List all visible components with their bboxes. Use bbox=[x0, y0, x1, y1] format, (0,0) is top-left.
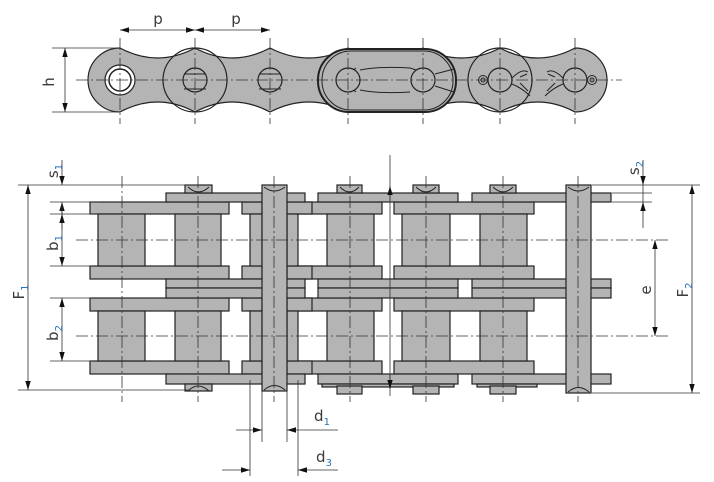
outer-plate bbox=[317, 373, 459, 385]
inner-plate-stub bbox=[286, 265, 313, 280]
pin-end-curve bbox=[263, 385, 286, 391]
label-subscript: 1 bbox=[54, 164, 65, 170]
label-F1: F1 bbox=[10, 284, 31, 299]
label-main: p bbox=[231, 10, 241, 28]
outer-plate bbox=[165, 287, 306, 299]
outer-plate bbox=[317, 287, 459, 299]
pin-end-top bbox=[336, 184, 363, 194]
dimension-lines bbox=[18, 27, 700, 476]
outer-plate bbox=[165, 192, 306, 203]
label-main: e bbox=[637, 285, 655, 294]
label-b1: b1 bbox=[44, 235, 65, 251]
label-p2: p bbox=[231, 10, 241, 28]
inner-plate bbox=[89, 297, 230, 312]
label-s2: s2 bbox=[625, 161, 646, 175]
outer-plate bbox=[317, 192, 459, 203]
inner-plate-stub bbox=[241, 297, 263, 312]
label-subscript: 2 bbox=[635, 161, 646, 167]
label-main: b bbox=[44, 331, 62, 341]
label-main: b bbox=[44, 241, 62, 251]
label-main: F bbox=[10, 291, 28, 300]
pin-end-curve bbox=[263, 186, 286, 192]
cotter-pin-left bbox=[511, 70, 531, 97]
inner-plate bbox=[393, 201, 535, 215]
label-subscript: 3 bbox=[326, 458, 332, 469]
label-b2: b2 bbox=[44, 325, 65, 341]
pin-end-bottom bbox=[336, 385, 363, 395]
outer-plate bbox=[471, 287, 612, 299]
label-e: e bbox=[637, 285, 655, 294]
label-d3: d3 bbox=[316, 448, 332, 469]
label-main: p bbox=[153, 10, 163, 28]
label-subscript: 2 bbox=[54, 325, 65, 331]
cotter-eye-hole bbox=[589, 77, 595, 83]
label-d1: d1 bbox=[314, 407, 330, 428]
label-h: h bbox=[40, 77, 58, 87]
connecting-pin bbox=[565, 184, 592, 394]
pin-end-curve bbox=[567, 186, 590, 192]
inner-plate bbox=[89, 360, 230, 375]
connecting-pin bbox=[261, 184, 288, 392]
pin-end-curve bbox=[187, 186, 210, 193]
label-main: h bbox=[40, 77, 58, 87]
pin-end-curve bbox=[567, 387, 590, 393]
pin-end-bottom bbox=[184, 383, 213, 392]
pin-end-curve bbox=[339, 186, 360, 193]
inner-plate-stub bbox=[241, 265, 263, 280]
inner-plate bbox=[393, 265, 535, 280]
spring-clip bbox=[359, 66, 455, 94]
label-subscript: 1 bbox=[54, 235, 65, 241]
plan-view bbox=[76, 176, 668, 402]
inner-plate-stub bbox=[241, 360, 263, 375]
label-subscript: 1 bbox=[324, 417, 330, 428]
outer-plate bbox=[471, 373, 612, 385]
label-p1: p bbox=[153, 10, 163, 28]
inner-plate-stub bbox=[286, 360, 313, 375]
inner-plate-stub bbox=[241, 201, 263, 215]
label-s1: s1 bbox=[44, 164, 65, 178]
inner-plate bbox=[393, 297, 535, 312]
label-main: F bbox=[674, 289, 692, 298]
label-F2: F2 bbox=[674, 282, 695, 297]
connecting-link-plate bbox=[317, 48, 457, 113]
top-view bbox=[76, 38, 622, 124]
outer-plate bbox=[165, 373, 306, 385]
outer-plate bbox=[471, 192, 612, 203]
label-main: d bbox=[314, 407, 324, 425]
label-main: d bbox=[316, 448, 326, 466]
inner-plate bbox=[89, 265, 230, 280]
label-subscript: 2 bbox=[684, 282, 695, 288]
inner-plate bbox=[393, 360, 535, 375]
label-main: s bbox=[625, 167, 643, 175]
label-main: s bbox=[44, 170, 62, 178]
inner-plate bbox=[89, 201, 230, 215]
cotter-pin-right bbox=[544, 70, 564, 97]
label-subscript: 1 bbox=[20, 284, 31, 290]
connecting-link-plate-edge bbox=[321, 50, 454, 111]
inner-plate-stub bbox=[286, 201, 313, 215]
inner-plate-stub bbox=[286, 297, 313, 312]
outer-plate bbox=[317, 278, 459, 289]
